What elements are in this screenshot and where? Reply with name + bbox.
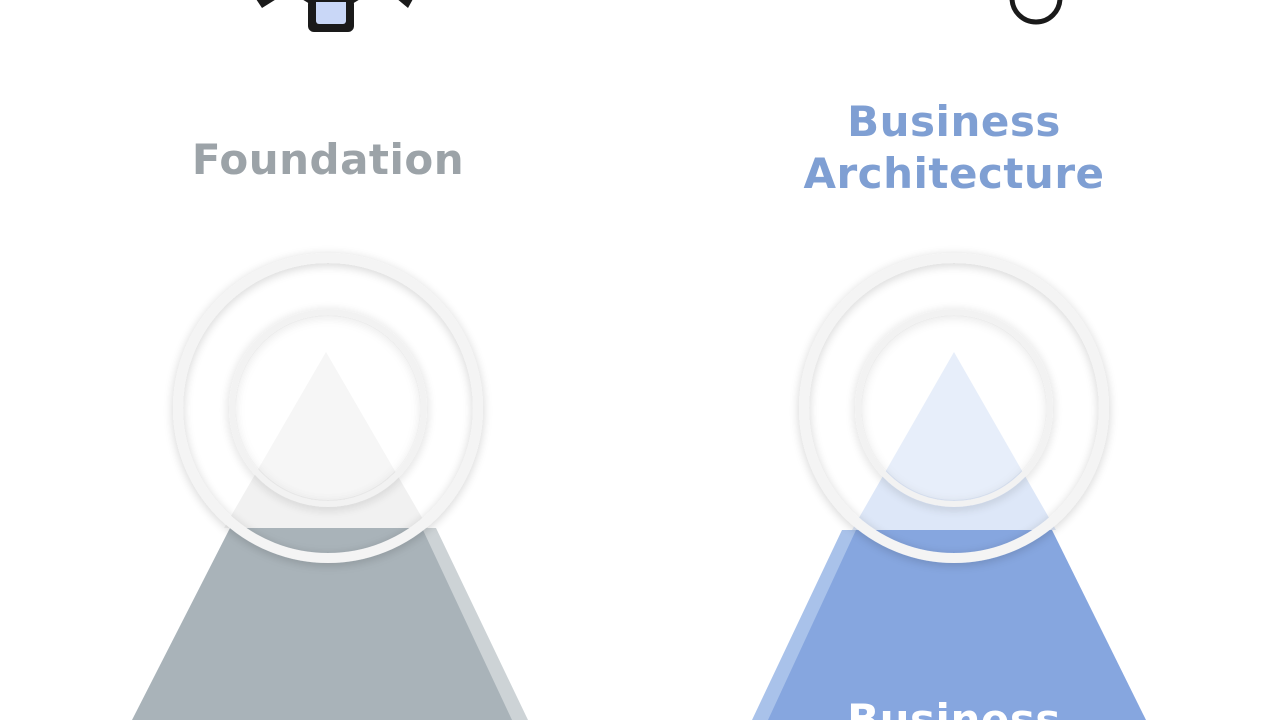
foundation-rings [173, 253, 483, 563]
business-title-line-1: Business [847, 97, 1061, 146]
business-pyramid-tip [852, 352, 1056, 530]
foundation-ring-core [236, 316, 420, 500]
foundation-pyramid [132, 352, 528, 720]
business-ring-core [862, 316, 1046, 500]
gear-icon [256, 0, 413, 32]
foundation-pyramid-body [132, 528, 512, 720]
business-pyramid-shade [752, 530, 860, 720]
business-title-line-2: Architecture [803, 149, 1105, 198]
circle-icon [1009, 0, 1063, 25]
business-pyramid [752, 352, 1146, 720]
foundation-title: Foundation [191, 135, 465, 184]
foundation-pyramid-tip [224, 352, 428, 528]
business-architecture-title: Business Architecture [754, 96, 1154, 200]
business-pyramid-label: Business [847, 695, 1061, 720]
business-pyramid-body [768, 530, 1146, 720]
foundation-pyramid-shade [420, 528, 528, 720]
business-rings [799, 253, 1109, 563]
